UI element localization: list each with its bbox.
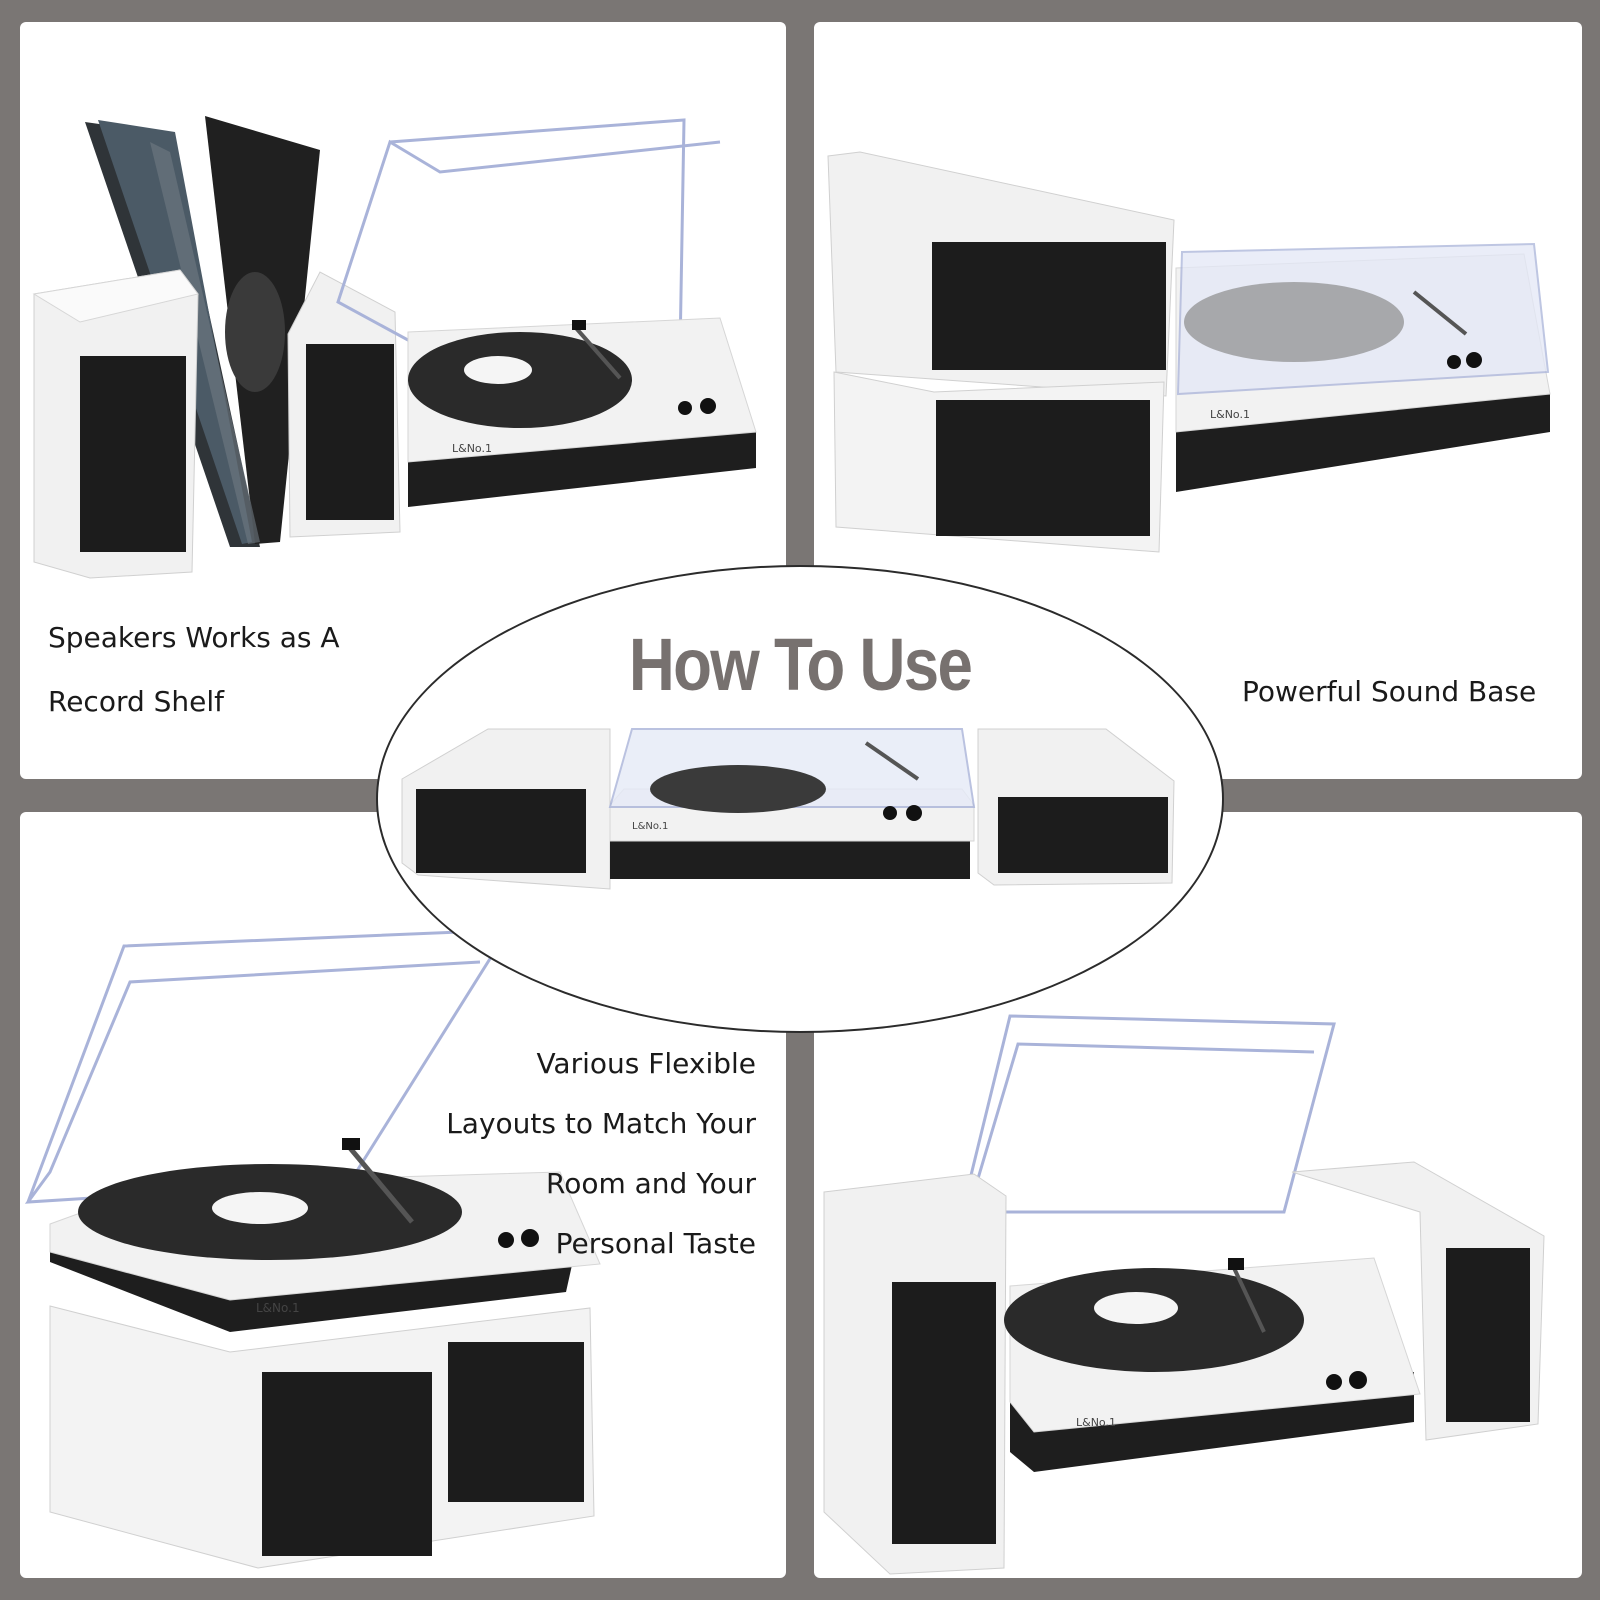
how-to-use-oval: How To Use L&No.1 <box>376 565 1224 1033</box>
right-speaker-image <box>287 271 401 538</box>
caption-line: Powerful Sound Base <box>1242 675 1537 708</box>
panel-side-speakers: L&No.1 <box>814 812 1582 1578</box>
caption-line: Room and Your <box>546 1167 756 1200</box>
left-speaker-image <box>823 1173 1007 1575</box>
record-shelf-illustration: L&No.1 <box>32 116 757 579</box>
turntable-image: L&No.1 <box>608 728 976 879</box>
turntable-image: L&No.1 <box>49 1138 601 1332</box>
turntable-image: L&No.1 <box>407 317 757 507</box>
caption-line: Various Flexible <box>536 1047 756 1080</box>
page-title: How To Use <box>628 623 973 706</box>
dust-cover-image <box>959 1014 1336 1214</box>
brand-mark: L&No.1 <box>256 1301 300 1315</box>
right-speaker-image <box>1291 1161 1545 1441</box>
caption-line: Layouts to Match Your <box>446 1107 756 1140</box>
sound-base-illustration: L&No.1 <box>827 151 1551 553</box>
caption-line: Speakers Works as A <box>48 621 340 654</box>
right-speaker-image <box>977 728 1175 886</box>
side-speakers-illustration: L&No.1 <box>823 1014 1545 1575</box>
overview-illustration: L&No.1 <box>401 728 1175 890</box>
dust-cover-image <box>336 118 721 354</box>
stacked-speakers-image <box>827 151 1175 553</box>
left-speaker-image <box>401 728 611 890</box>
flexible-layouts-illustration: L&No.1 <box>24 928 601 1569</box>
caption-line: Record Shelf <box>48 685 225 718</box>
turntable-image: L&No.1 <box>1175 242 1551 492</box>
panel-record-shelf: L&No.1 Speakers Works as A Record Shelf <box>20 22 786 779</box>
left-speaker-image <box>32 269 199 579</box>
caption-line: Personal Taste <box>555 1227 756 1260</box>
speaker-base-image <box>49 1305 595 1569</box>
brand-mark: L&No.1 <box>452 442 492 455</box>
panel-flexible-layouts: L&No.1 Various Flexible Layouts to Match… <box>20 812 786 1578</box>
brand-mark: L&No.1 <box>1210 408 1250 421</box>
turntable-image: L&No.1 <box>1004 1257 1421 1472</box>
brand-mark: L&No.1 <box>1076 1416 1116 1429</box>
brand-mark: L&No.1 <box>632 821 668 832</box>
